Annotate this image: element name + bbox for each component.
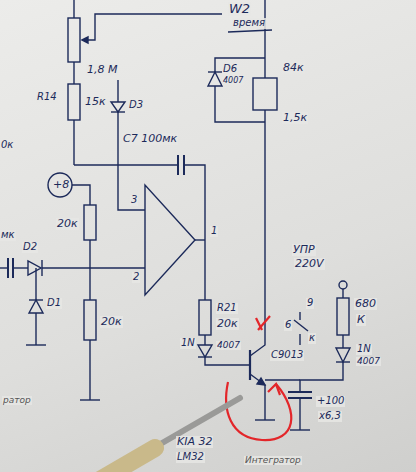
diode-symbol xyxy=(28,261,41,275)
component-label: 220V xyxy=(294,258,325,270)
wires xyxy=(0,0,350,430)
resistor-symbol xyxy=(68,18,80,62)
component-label: LM32 xyxy=(176,452,205,463)
diode-symbol xyxy=(336,348,350,362)
component-label: R21 xyxy=(216,303,238,314)
component-label: 15к xyxy=(84,96,107,108)
component-label: D2 xyxy=(22,242,38,253)
component-label: К xyxy=(356,314,366,326)
component-label: х6,3 xyxy=(318,411,342,422)
component-label: KIA 32 xyxy=(176,436,213,448)
resistor-symbol xyxy=(199,300,211,335)
transistor-symbol xyxy=(249,350,251,380)
resistor-symbol xyxy=(68,84,80,120)
component-label: 4007 xyxy=(356,357,381,366)
component-label: 2 xyxy=(132,272,140,283)
component-label: 1,8 М xyxy=(86,64,118,76)
resistor-symbol xyxy=(84,205,96,240)
component-label: 1N xyxy=(180,338,196,349)
component-label: D3 xyxy=(128,100,144,111)
component-label: 20к xyxy=(216,318,239,330)
component-label: 20к xyxy=(56,218,79,230)
component-label: C9013 xyxy=(270,350,304,361)
component-label: 20к xyxy=(100,316,123,328)
component-label: время xyxy=(232,18,266,29)
component-label: 84к xyxy=(282,62,305,74)
diode-symbol xyxy=(198,345,212,357)
diode-symbol xyxy=(208,72,222,86)
component-label: 4007 xyxy=(222,77,244,85)
component-label: 680 xyxy=(354,298,377,310)
diode-symbol xyxy=(111,102,125,112)
component-label: к xyxy=(308,333,316,344)
component-label: 1 xyxy=(210,226,218,237)
red-annotation xyxy=(226,316,291,440)
relay-coil xyxy=(253,78,277,110)
component-label: +8 xyxy=(52,179,70,191)
component-label: C7 100мк xyxy=(122,133,178,145)
component-label: R14 xyxy=(36,92,58,103)
resistor-symbol xyxy=(337,298,349,335)
component-label: D1 xyxy=(46,298,62,309)
component-label: 9 xyxy=(306,298,314,309)
component-label: D6 xyxy=(222,64,238,75)
component-label: мк xyxy=(0,230,16,241)
diode-symbol xyxy=(29,300,43,313)
component-label: ратор xyxy=(2,396,32,405)
screwdriver xyxy=(100,398,240,472)
resistor-symbol xyxy=(84,300,96,340)
component-label: 0к xyxy=(0,140,14,151)
component-label: 4007 xyxy=(216,341,241,350)
component-label: 1N xyxy=(356,344,372,355)
component-label: 6 xyxy=(284,320,292,331)
component-label: +100 xyxy=(316,396,345,407)
component-label: W2 xyxy=(228,2,251,16)
component-label: 3 xyxy=(130,195,138,206)
component-label: Интегратор xyxy=(244,456,302,465)
component-label: УПР xyxy=(292,244,316,256)
component-label: 1,5к xyxy=(282,112,308,124)
opamp-symbol xyxy=(145,185,195,295)
